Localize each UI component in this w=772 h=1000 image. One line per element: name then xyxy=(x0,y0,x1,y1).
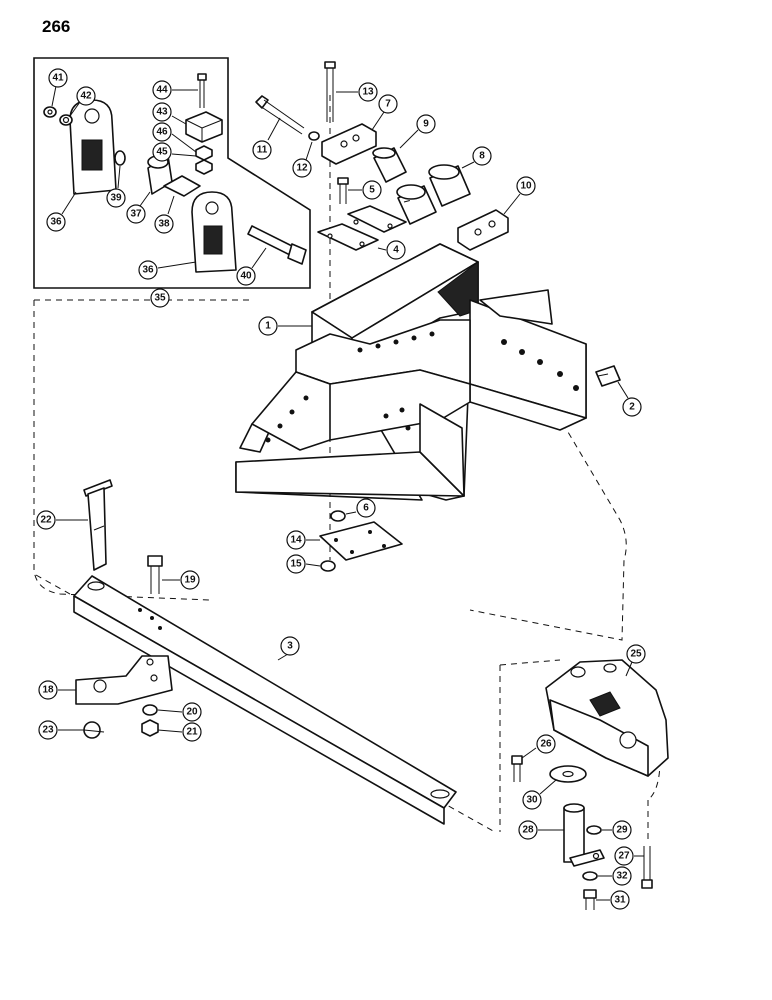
nut-21 xyxy=(141,719,159,737)
bolt-31 xyxy=(583,889,597,910)
callout-37: 37 xyxy=(130,209,142,220)
callout-27: 27 xyxy=(618,851,630,862)
bolt-27 xyxy=(641,846,653,889)
callout-39: 39 xyxy=(110,193,122,204)
pin-22 xyxy=(83,479,113,571)
washer-32 xyxy=(582,871,598,881)
callout-40: 40 xyxy=(240,271,252,282)
callout-46: 46 xyxy=(156,127,168,138)
callout-5: 5 xyxy=(369,185,375,196)
lynch-pin-23 xyxy=(83,721,105,739)
bolt-2 xyxy=(595,365,621,387)
callout-3: 3 xyxy=(287,641,293,652)
drawbar-3 xyxy=(73,575,457,825)
callout-29: 29 xyxy=(616,825,628,836)
callout-22: 22 xyxy=(40,515,52,526)
bolt-19 xyxy=(147,555,163,594)
pin-28 xyxy=(563,803,605,867)
callout-23: 23 xyxy=(42,725,54,736)
callout-44: 44 xyxy=(156,85,168,96)
callout-18: 18 xyxy=(42,685,54,696)
washer-20 xyxy=(142,704,158,716)
callout-1: 1 xyxy=(265,321,271,332)
callout-30: 30 xyxy=(526,795,538,806)
plate-14-group xyxy=(319,510,403,572)
drawbar-support-1 xyxy=(235,243,587,501)
callout-31: 31 xyxy=(614,895,626,906)
callout-45: 45 xyxy=(156,147,168,158)
callout-9: 9 xyxy=(423,119,429,130)
callout-42: 42 xyxy=(80,91,92,102)
callout-7: 7 xyxy=(385,99,391,110)
bracket-18 xyxy=(75,655,173,705)
callout-25: 25 xyxy=(630,649,642,660)
callout-26: 26 xyxy=(540,739,552,750)
callout-20: 20 xyxy=(186,707,198,718)
callout-10: 10 xyxy=(520,181,532,192)
callouts: 1 2 3 4 5 6 7 8 9 10 11 12 13 xyxy=(36,68,646,910)
callout-6: 6 xyxy=(363,503,369,514)
callout-38: 38 xyxy=(158,219,170,230)
callout-19: 19 xyxy=(184,575,196,586)
top-hardware xyxy=(255,61,509,251)
callout-12: 12 xyxy=(296,163,308,174)
washer-29 xyxy=(586,825,602,835)
callout-8: 8 xyxy=(479,151,485,162)
plate-36-lower xyxy=(191,191,237,273)
callout-35: 35 xyxy=(154,293,166,304)
callout-14: 14 xyxy=(290,535,302,546)
callout-32: 32 xyxy=(616,871,628,882)
callout-36-lower: 36 xyxy=(142,265,154,276)
page-number: 266 xyxy=(42,17,70,36)
callout-2: 2 xyxy=(629,402,635,413)
callout-21: 21 xyxy=(186,727,198,738)
plate-36-upper xyxy=(69,99,117,195)
callout-13: 13 xyxy=(362,87,374,98)
inset-kit xyxy=(33,57,311,289)
callout-28: 28 xyxy=(522,825,534,836)
callout-36-upper: 36 xyxy=(50,217,62,228)
callout-15: 15 xyxy=(290,559,302,570)
bolt-26 xyxy=(511,755,523,782)
callout-43: 43 xyxy=(156,107,168,118)
clevis-25 xyxy=(545,659,669,777)
callout-41: 41 xyxy=(52,73,64,84)
callout-11: 11 xyxy=(257,145,268,156)
callout-4: 4 xyxy=(393,245,399,256)
